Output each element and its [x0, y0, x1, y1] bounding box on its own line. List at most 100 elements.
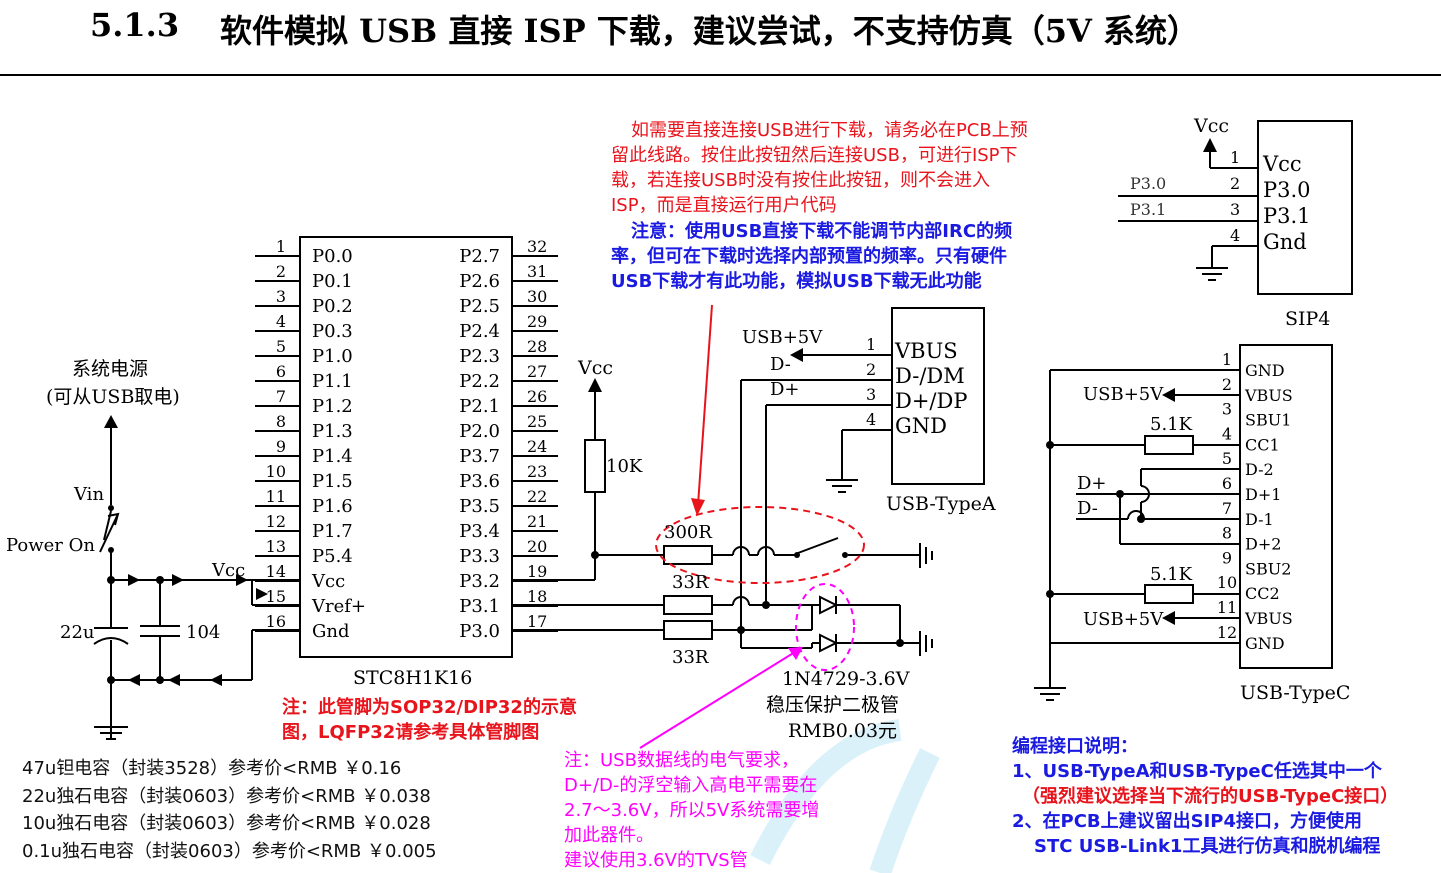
resistor-cc1 [1144, 435, 1194, 455]
prog-item-2: 2、在PCB上建议留出SIP4接口，方便使用 [1012, 811, 1363, 832]
usbc-pin-label: D-2 [1245, 460, 1274, 479]
chip-pin-number: 28 [527, 337, 547, 356]
vin-label: Vin [73, 484, 104, 505]
chip-pin-label: P3.2 [459, 571, 500, 592]
usbc-pin-number: 1 [1222, 350, 1232, 369]
typec-usb5v-label-2: USB+5V [1083, 609, 1164, 630]
sip4-name: SIP4 [1285, 308, 1330, 330]
chip-pin-label: P0.1 [312, 271, 353, 292]
vcc-rail-label: Vcc [211, 560, 245, 581]
usba-pin-number: 2 [866, 360, 876, 379]
usba-net-label: USB+5V [742, 327, 823, 348]
usbc-pin-number: 5 [1222, 449, 1232, 468]
chip-pin-label: P3.3 [459, 546, 500, 567]
chip-pin-label: P3.6 [459, 471, 500, 492]
usba-net-label: D- [770, 354, 791, 375]
usb-typec-connector [1034, 344, 1333, 701]
sip4-pin-label: P3.0 [1263, 178, 1311, 202]
r-33r-a-label: 33R [672, 572, 709, 593]
resistor-33r-b [663, 620, 713, 640]
note-line: 图，LQFP32请参考具体管脚图 [282, 722, 540, 743]
usba-pin-number: 3 [866, 385, 876, 404]
chip-pin-label: Vcc [311, 571, 345, 592]
sip4-pin-label: P3.1 [1263, 204, 1311, 228]
usbc-pin-number: 3 [1222, 400, 1232, 419]
chip-body [299, 236, 513, 658]
usbc-pin-label: VBUS [1244, 609, 1293, 628]
cap-104-label: 104 [186, 622, 220, 643]
chip-pin-number: 6 [276, 362, 286, 381]
chip-pin-label: P0.0 [312, 246, 353, 267]
chip-pin-number: 30 [527, 287, 547, 306]
power-source-note: (可从USB取电) [46, 386, 180, 408]
usb-typea-connector [790, 307, 985, 493]
sip4-pin-number: 2 [1230, 174, 1240, 193]
usba-pin-label: D-/DM [895, 364, 965, 388]
chip-right-pins: 32P2.731P2.630P2.529P2.428P2.327P2.226P2… [459, 237, 558, 642]
chip-name: STC8H1K16 [353, 667, 472, 689]
heading-rule [0, 74, 1441, 76]
usbc-pin-number: 8 [1222, 524, 1232, 543]
usba-pin-label: VBUS [894, 339, 958, 363]
sip4-net-label: P3.1 [1130, 200, 1166, 219]
chip-pin-label: P2.7 [459, 246, 500, 267]
chip-pin-number: 31 [527, 262, 547, 281]
note-line: 载，若连接USB时没有按住此按钮，则不会进入 [611, 170, 990, 191]
diode-price: RMB0.03元 [788, 720, 897, 742]
usbc-pin-label: CC1 [1245, 435, 1280, 454]
chip-pin-number: 23 [527, 462, 547, 481]
chip-pin-label: P3.0 [459, 621, 500, 642]
chip-pin-number: 29 [527, 312, 547, 331]
usbc-pin-number: 12 [1217, 623, 1237, 642]
chip-pin-number: 1 [276, 237, 286, 256]
price-line: 22u独石电容（封装0603）参考价<RMB ￥0.038 [22, 786, 431, 807]
power-section [93, 415, 300, 740]
programming-interface-note: 编程接口说明： 1、USB-TypeA和USB-TypeC任选其中一个 （强烈建… [1012, 734, 1437, 859]
note-line: 率，但可在下载时选择内部预置的频率。只有硬件 [611, 246, 1007, 267]
note-line: 注意：使用USB直接下载不能调节内部IRC的频 [631, 221, 1013, 242]
chip-pin-label: Gnd [312, 621, 350, 642]
isp-button-highlight [655, 506, 865, 584]
note-line: D+/D-的浮空输入高电平需要在 [564, 775, 818, 796]
typec-dminus-label: D- [1077, 498, 1098, 519]
sip4-vcc-arrow-icon [1203, 138, 1217, 152]
chip-pin-number: 12 [266, 512, 286, 531]
chip-pin-label: P1.6 [312, 496, 353, 517]
chip-pin-number: 22 [527, 487, 547, 506]
chip-pin-label: P1.2 [312, 396, 353, 417]
sip4-pin-label: Gnd [1263, 230, 1307, 254]
diode-name: 1N4729-3.6V [782, 668, 910, 690]
usba-pin-number: 1 [866, 335, 876, 354]
chip-pin-number: 8 [276, 412, 286, 431]
chip-pin-label: P3.5 [459, 496, 500, 517]
note-line: USB下载才有此功能，模拟USB下载无此功能 [611, 271, 982, 292]
note-line: 2.7～3.6V，所以5V系统需要增 [564, 800, 820, 821]
usbc-pin-label: CC2 [1245, 584, 1280, 603]
chip-pin-label: P0.3 [312, 321, 353, 342]
prog-item-1b: （强烈建议选择当下流行的USB-TypeC接口） [1022, 786, 1399, 807]
isp-button-icon [797, 537, 839, 554]
section-number: 5.1.3 [90, 6, 180, 44]
usbc-pin-label: D-1 [1245, 510, 1274, 529]
resistor-300r [663, 545, 713, 565]
usba-net-label: D+ [770, 379, 800, 400]
chip-pin-number: 5 [276, 337, 286, 356]
vcc-top-label: Vcc [577, 357, 613, 379]
watermark [750, 719, 940, 873]
sip4-pin-number: 3 [1230, 200, 1240, 219]
r-33r-b-label: 33R [672, 647, 709, 668]
diode-desc: 稳压保护二极管 [766, 694, 899, 716]
price-line: 47u钽电容（封装3528）参考价<RMB ￥0.16 [22, 758, 402, 779]
chip-pin-number: 27 [527, 362, 547, 381]
chip-pin-number: 4 [276, 312, 286, 331]
chip-pin-label: P0.2 [312, 296, 353, 317]
usbc-pin-number: 7 [1222, 499, 1232, 518]
r-300r-label: 300R [664, 522, 712, 543]
prog-item-2b: STC USB-Link1工具进行仿真和脱机编程 [1034, 836, 1381, 857]
usbc-pin-label: D+1 [1245, 485, 1281, 504]
chip-pin-number: 26 [527, 387, 547, 406]
chip-pin-label: P3.4 [459, 521, 500, 542]
chip-pin-label: P1.7 [312, 521, 353, 542]
usb-typea-name: USB-TypeA [886, 493, 996, 515]
note-line: 注：USB数据线的电气要求， [564, 750, 799, 771]
